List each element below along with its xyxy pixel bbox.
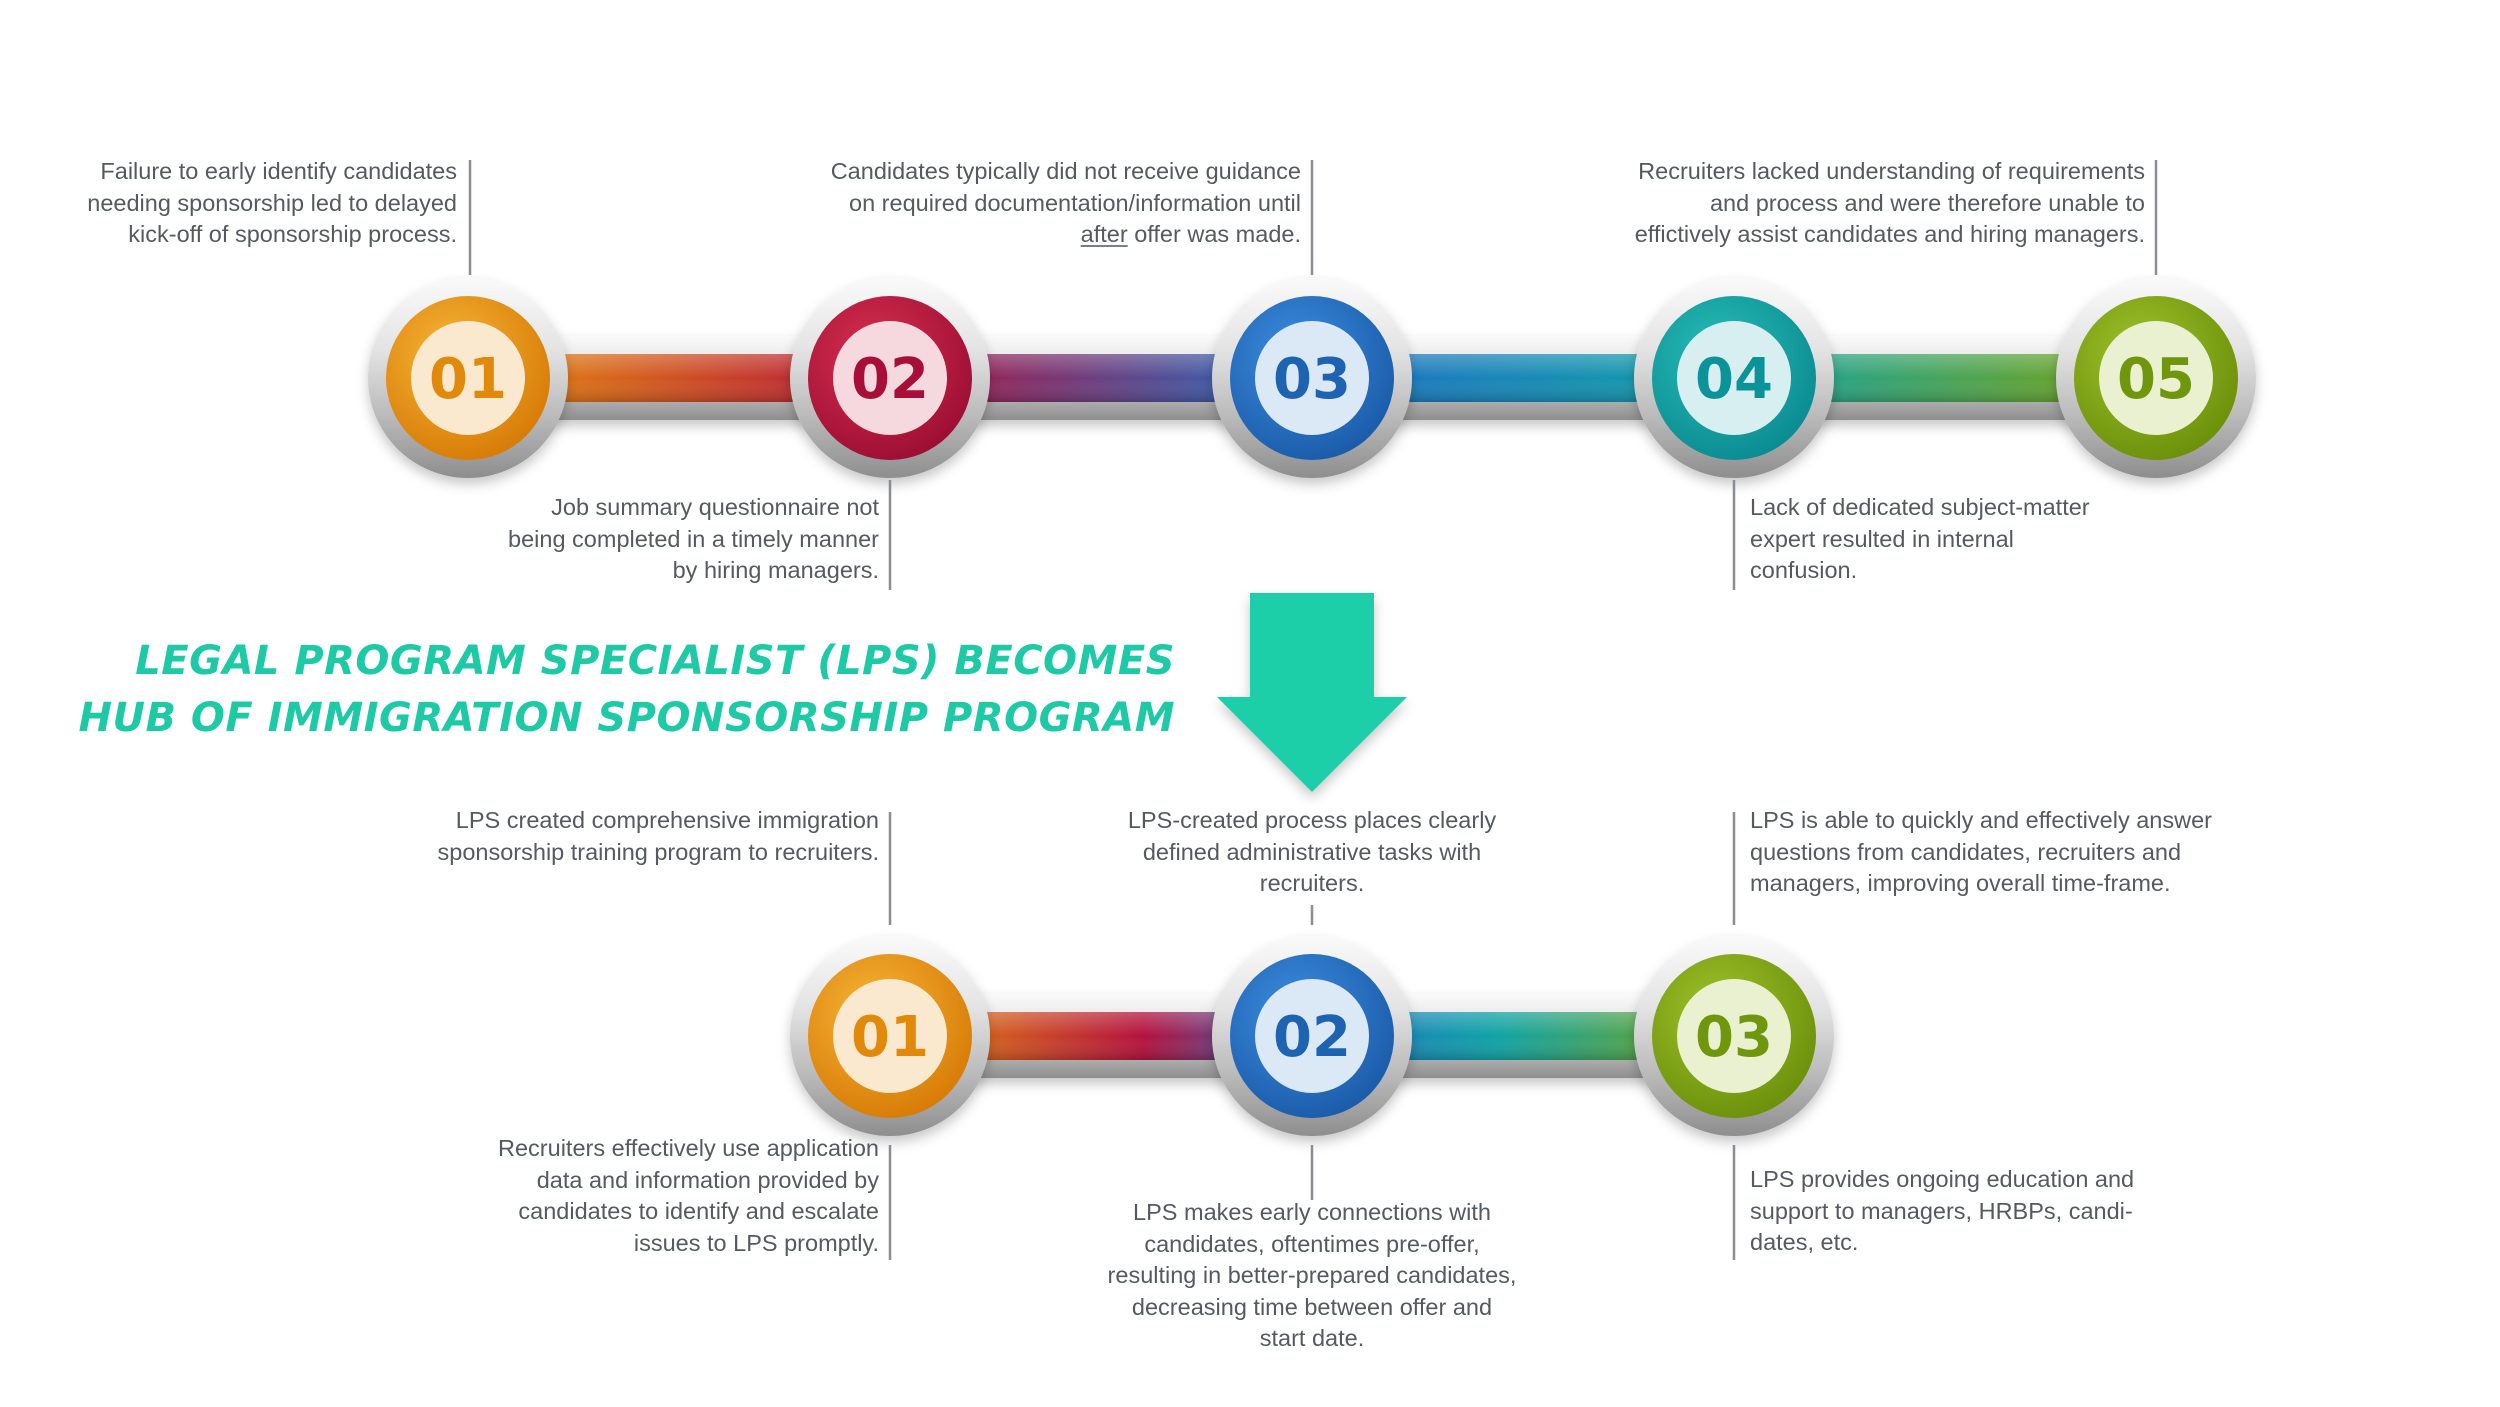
problem-number-03: 03: [1273, 347, 1351, 412]
solution-number-02: 02: [1273, 1005, 1351, 1070]
headline-line-2: HUB OF IMMIGRATION SPONSORSHIP PROGRAM: [78, 695, 1175, 741]
headline-line-1: LEGAL PROGRAM SPECIALIST (LPS) BECOMES: [135, 638, 1175, 684]
solution-timeline: 01 02 03: [790, 812, 1834, 1260]
headline: LEGAL PROGRAM SPECIALIST (LPS) BECOMES H…: [79, 633, 1175, 747]
solution-node-3: 03: [1634, 936, 1834, 1136]
problem-node-2: 02: [790, 278, 990, 478]
problem-node-3: 03: [1212, 278, 1412, 478]
problem-node-4: 04: [1634, 278, 1834, 478]
problem-timeline: 01 02 03 04 05: [368, 160, 2256, 590]
problem-note-5: Recruiters lacked understanding of requi…: [1634, 158, 2145, 247]
problem-note-4: Lack of dedicated subject-matter expert …: [1750, 494, 2090, 583]
solution-number-03: 03: [1695, 1005, 1773, 1070]
emphasis-after: after: [1080, 221, 1128, 247]
problem-number-01: 01: [429, 347, 507, 412]
problem-number-04: 04: [1695, 347, 1773, 412]
down-arrow-icon: [1217, 593, 1407, 792]
solution-node-2: 02: [1212, 936, 1412, 1136]
solution-note-2-bottom: LPS makes early connections with candida…: [1107, 1199, 1517, 1351]
problem-note-2: Job summary questionnaire not being comp…: [508, 494, 879, 583]
solution-note-3-top: LPS is able to quickly and effectively a…: [1750, 807, 2212, 896]
solution-node-1: 01: [790, 936, 990, 1136]
problem-note-1: Failure to early identify candidates nee…: [87, 158, 457, 247]
problem-note-3: Candidates typically did not receive gui…: [830, 158, 1301, 247]
solution-number-01: 01: [851, 1005, 929, 1070]
solution-note-1-top: LPS created comprehensive immigration sp…: [437, 807, 879, 865]
problem-node-1: 01: [368, 278, 568, 478]
solution-note-3-bottom: LPS provides ongoing education and suppo…: [1750, 1166, 2135, 1255]
problem-node-5: 05: [2056, 278, 2256, 478]
problem-number-02: 02: [851, 347, 929, 412]
solution-note-1-bottom: Recruiters effectively use application d…: [498, 1135, 879, 1256]
problem-number-05: 05: [2117, 347, 2195, 412]
solution-note-2-top: LPS-created process places clearly defin…: [1127, 807, 1497, 896]
